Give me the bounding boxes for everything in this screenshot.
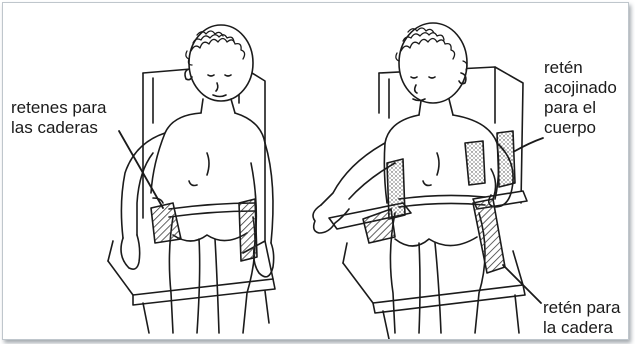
label-body-pad-line-4: cuerpo — [544, 118, 617, 138]
label-hip-restraints: retenes para las caderas — [11, 98, 106, 138]
label-body-pad-line-3: para el — [544, 98, 617, 118]
label-body-pad: retén acojinado para el cuerpo — [544, 58, 617, 138]
label-hip-restraint: retén para la cadera — [543, 298, 621, 338]
seating-illustration — [3, 3, 628, 339]
label-hip-restraint-line-1: retén para — [543, 298, 621, 318]
label-hip-restraint-line-2: la cadera — [543, 318, 621, 338]
label-hip-restraints-line-2: las caderas — [11, 118, 106, 138]
label-body-pad-line-1: retén — [544, 58, 617, 78]
label-hip-restraints-line-1: retenes para — [11, 98, 106, 118]
illustration-frame: retenes para las caderas retén acojinado… — [2, 2, 629, 340]
label-body-pad-line-2: acojinado — [544, 78, 617, 98]
right-seated-child — [313, 23, 543, 339]
left-seated-child — [108, 25, 275, 333]
